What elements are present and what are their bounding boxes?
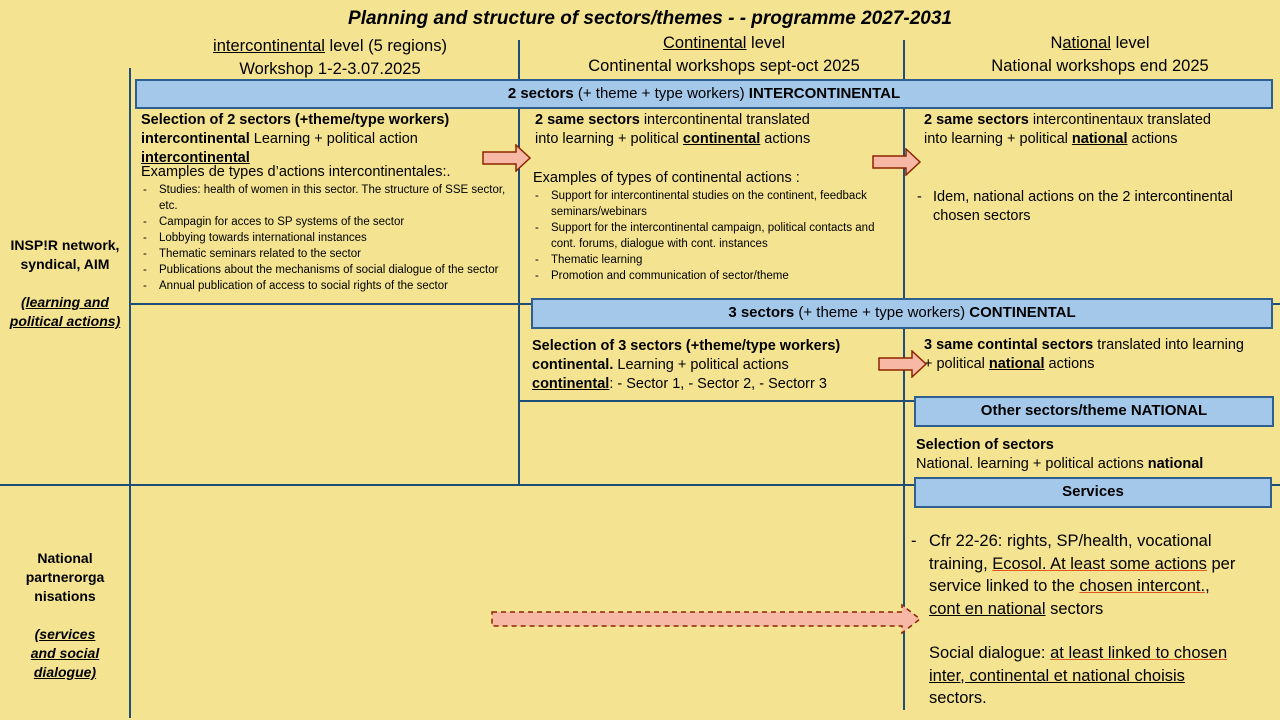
continental-examples: Examples of types of continental actions…	[533, 169, 898, 284]
right-arrow-icon	[482, 144, 532, 172]
bar-continental: 3 sectors (+ theme + type workers) CONTI…	[531, 298, 1273, 329]
national-other-selection: Selection of sectors National. learning …	[916, 437, 1204, 472]
column-header-intercontinental: intercontinental level (5 regions) Works…	[213, 37, 447, 78]
list-item: Studies: health of women in this sector.…	[141, 182, 511, 214]
list-item: Idem, national actions on the 2 intercon…	[915, 188, 1255, 226]
list-item: Campagin for acces to SP systems of the …	[141, 214, 511, 230]
national-list: Idem, national actions on the 2 intercon…	[915, 188, 1255, 226]
grid-line	[129, 68, 131, 718]
bar-other-sectors: Other sectors/theme NATIONAL	[914, 396, 1274, 427]
list-item: Thematic learning	[533, 252, 898, 268]
row-label-network: INSP!R network, syndical, AIM (learning …	[9, 237, 121, 329]
page-title: Planning and structure of sectors/themes…	[348, 8, 952, 29]
grid-line	[903, 40, 905, 710]
dashed-right-arrow-icon	[491, 603, 922, 635]
national-translation: 2 same sectors intercontinentaux transla…	[924, 112, 1211, 147]
grid-line	[518, 40, 520, 484]
list-item: Publications about the mechanisms of soc…	[141, 262, 511, 278]
grid-line	[519, 400, 919, 402]
list-item: Lobbying towards international instances	[141, 230, 511, 246]
grid-line	[0, 484, 1280, 486]
list-item: Support for intercontinental studies on …	[533, 188, 898, 220]
column-header-continental: Continental level Continental workshops …	[588, 34, 860, 75]
column-header-national: National level National workshops end 20…	[991, 34, 1209, 75]
continental-translation: 2 same sectors intercontinental translat…	[535, 112, 811, 147]
bar-services: Services	[914, 477, 1272, 508]
intercontinental-selection: Selection of 2 sectors (+theme/type work…	[141, 112, 450, 166]
row-label-national-partners: National partnerorga nisations (services…	[25, 550, 105, 680]
list-item: Promotion and communication of sector/th…	[533, 268, 898, 284]
intercontinental-examples: Examples de types d’actions intercontine…	[141, 163, 511, 294]
continental-selection: Selection of 3 sectors (+theme/type work…	[532, 338, 841, 392]
bar-intercontinental: 2 sectors (+ theme + type workers) INTER…	[135, 79, 1273, 109]
right-arrow-icon	[872, 148, 922, 176]
list-item: Support for the intercontinental campaig…	[533, 220, 898, 252]
national-continental-translation: 3 same contintal sectors translated into…	[924, 337, 1244, 372]
right-arrow-icon	[878, 350, 928, 378]
list-item: Thematic seminars related to the sector	[141, 246, 511, 262]
list-item: Annual publication of access to social r…	[141, 278, 511, 294]
services-text: - Cfr 22-26: rights, SP/health, vocation…	[911, 532, 1236, 707]
